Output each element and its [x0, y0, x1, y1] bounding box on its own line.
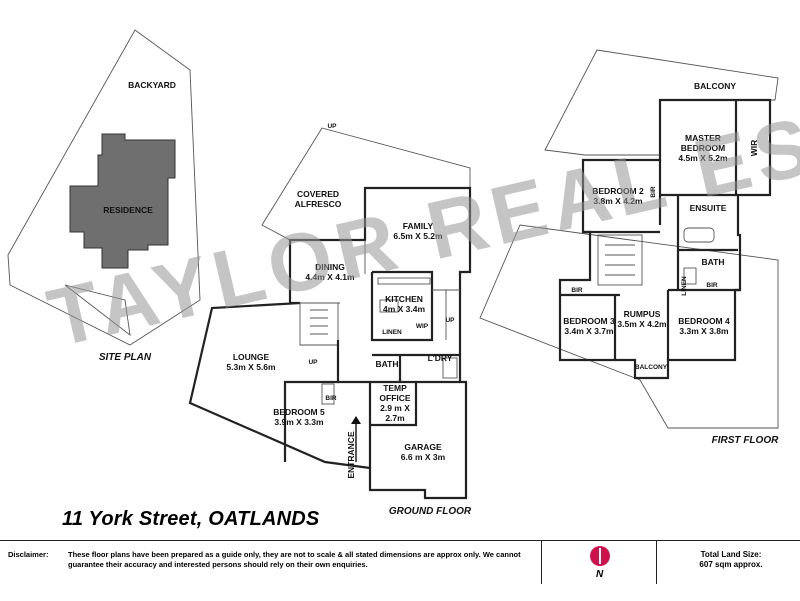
balcony-bottom-label: BALCONY	[635, 364, 668, 371]
kitchen-island	[379, 299, 399, 313]
footer-divider	[541, 540, 542, 584]
lounge-label: LOUNGE	[233, 352, 270, 362]
bedroom4-label: BEDROOM 4	[678, 316, 730, 326]
bir3-label: BIR	[571, 287, 583, 294]
up-label-3: UP	[445, 317, 455, 324]
ff-linen-label: LINEN	[681, 276, 688, 296]
bedroom5-size: 3.9m X 3.3m	[274, 417, 324, 427]
master-size: 4.5m X 5.2m	[678, 153, 728, 163]
bedroom5-label: BEDROOM 5	[273, 407, 325, 417]
up-label-2: UP	[308, 359, 318, 366]
office-walls	[370, 382, 418, 427]
north-label: N	[596, 569, 604, 580]
first-floor-title: FIRST FLOOR	[712, 435, 779, 446]
land-size-label: Total Land Size:	[700, 550, 762, 559]
bedroom3-label: BEDROOM 3	[563, 316, 615, 326]
site-plan: BACKYARD RESIDENCE SITE PLAN	[7, 29, 201, 363]
office-label-2: OFFICE	[379, 393, 410, 403]
kitchen-label: KITCHEN	[385, 294, 423, 304]
first-floor-stairwell	[597, 234, 643, 286]
bedroom4-size: 3.3m X 3.8m	[679, 326, 729, 336]
ground-floor: COVERED ALFRESCO FAMILY 6.5m X 5.2m DINI…	[188, 123, 472, 517]
lounge-bedroom5-wall	[283, 340, 340, 462]
site-plan-title: SITE PLAN	[99, 352, 152, 363]
bedroom2-label: BEDROOM 2	[592, 186, 644, 196]
compass-icon	[590, 546, 610, 566]
bedroom2-size: 3.8m X 4.2m	[593, 196, 643, 206]
kitchen-walls	[370, 270, 434, 342]
master-label-1: MASTER	[685, 133, 721, 143]
garage-label: GARAGE	[404, 442, 442, 452]
ensuite-label: ENSUITE	[690, 203, 727, 213]
bedroom5-robe	[321, 383, 335, 405]
bir-label: BIR	[325, 395, 337, 402]
footer-divider	[656, 540, 657, 584]
wip-label: WIP	[416, 323, 429, 330]
footer-bar	[0, 540, 800, 601]
bir4-label: BIR	[706, 282, 718, 289]
linen-cupboard	[683, 267, 697, 285]
lounge-size: 5.3m X 5.6m	[226, 362, 276, 372]
disclaimer-label: Disclaimer:	[8, 550, 49, 559]
rumpus-label: RUMPUS	[624, 309, 661, 319]
entrance-arrow-head	[351, 416, 361, 424]
ground-floor-outer-walls	[188, 186, 472, 500]
first-floor: BALCONY MASTER BEDROOM 4.5m X 5.2m WIR B…	[479, 49, 779, 446]
balcony-top-label: BALCONY	[694, 81, 736, 91]
property-address: 11 York Street, OATLANDS	[62, 508, 320, 530]
floor-plan-drawing: BACKYARD RESIDENCE SITE PLAN COVERED	[7, 29, 779, 517]
kitchen-size: 4m X 3.4m	[383, 304, 425, 314]
backyard-label: BACKYARD	[128, 80, 176, 90]
stair-well	[299, 303, 339, 346]
bath-label: BATH	[376, 359, 399, 369]
bir2-label: BIR	[650, 186, 657, 198]
family-size: 6.5m X 5.2m	[393, 231, 443, 241]
kitchen-bench	[377, 277, 431, 285]
site-boundary	[7, 29, 201, 346]
dining-label: DINING	[315, 262, 345, 272]
office-label-1: TEMP	[383, 383, 407, 393]
bedroom3-size: 3.4m X 3.7m	[564, 326, 614, 336]
office-size-2: 2.7m	[385, 413, 405, 423]
alfresco-label-1: COVERED	[297, 189, 339, 199]
garage-size: 6.6 m X 3m	[401, 452, 446, 462]
alfresco-label-2: ALFRESCO	[295, 199, 342, 209]
ground-floor-title: GROUND FLOOR	[389, 506, 472, 517]
residence-label: RESIDENCE	[103, 205, 153, 215]
site-road-edge	[64, 284, 131, 337]
first-floor-lower-roof	[479, 224, 779, 429]
ensuite-bath-tub	[683, 227, 715, 243]
laundry-tub	[442, 357, 458, 379]
laundry-label: L'DRY	[428, 353, 453, 363]
up-label-1: UP	[327, 123, 337, 130]
linen-label: LINEN	[382, 329, 402, 336]
ff-bath-label: BATH	[702, 257, 725, 267]
master-label-2: BEDROOM	[681, 143, 725, 153]
rumpus-size: 3.5m X 4.2m	[617, 319, 667, 329]
entrance-label: ENTRANCE	[346, 431, 356, 479]
family-label: FAMILY	[403, 221, 434, 231]
land-size-value: 607 sqm approx.	[699, 560, 763, 569]
wir-label: WIR	[749, 140, 759, 157]
office-size-1: 2.9 m X	[380, 403, 410, 413]
residence-footprint	[69, 133, 176, 269]
dining-size: 4.4m X 4.1m	[305, 272, 355, 282]
disclaimer-text: These floor plans have been prepared as …	[68, 550, 521, 569]
